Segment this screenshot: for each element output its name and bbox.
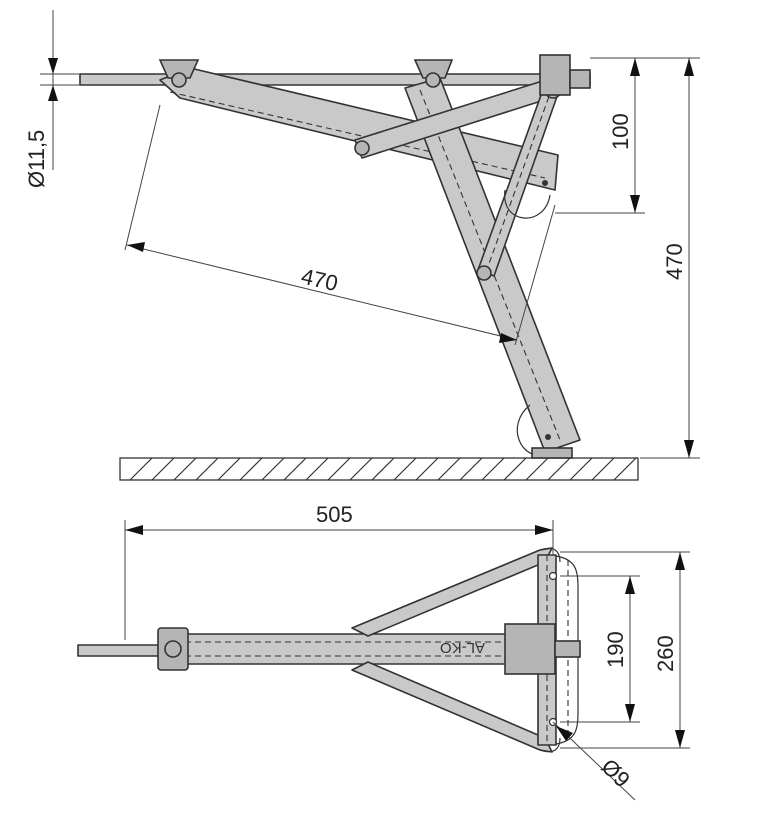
end-clamp [157, 627, 189, 671]
dim-text-inner-width: 190 [603, 631, 628, 668]
dim-text-vertical-offset: 100 [608, 113, 633, 150]
dim-vertical-offset: 100 [555, 57, 645, 214]
dim-rod-diameter: Ø11,5 [24, 10, 80, 188]
bolt [554, 640, 581, 658]
top-view: AL-KO 505 190 260 [77, 502, 690, 801]
upper-arm [351, 547, 553, 637]
dim-outer-width: 260 [560, 551, 690, 749]
main-arm [159, 67, 559, 191]
mounting-clamp [413, 59, 454, 88]
dim-text-outer-width: 260 [653, 635, 678, 672]
pivot-pin [476, 265, 492, 281]
dim-text-leg-length: 470 [299, 264, 340, 297]
pivot-pin [354, 140, 370, 156]
top-rod [79, 73, 591, 86]
dim-text-base-length: 505 [316, 502, 353, 527]
dim-hole-diameter: Ø9 [552, 721, 636, 801]
pivot-pin [545, 434, 551, 440]
mount-hole [548, 571, 558, 581]
brand-marking: AL-KO [440, 639, 485, 656]
side-view: Ø11,5 100 470 470 [24, 10, 700, 481]
dim-total-height: 470 [640, 57, 700, 459]
foot-pad [531, 447, 573, 459]
dim-text-total-height: 470 [662, 243, 687, 280]
lower-arm [351, 661, 553, 753]
handle-loop [504, 189, 551, 219]
mounting-clamp [158, 59, 200, 88]
top-rod-plan [77, 644, 169, 657]
dim-text-hole-diameter: Ø9 [596, 754, 634, 792]
pivot-pin [542, 180, 548, 186]
dim-inner-width: 190 [560, 575, 640, 723]
hinge-block [539, 54, 591, 96]
center-beam [164, 633, 556, 665]
hub-block [504, 623, 556, 675]
ground-plate [119, 457, 639, 481]
dim-base-length: 505 [124, 502, 554, 640]
dim-text-rod-diameter: Ø11,5 [24, 130, 49, 188]
